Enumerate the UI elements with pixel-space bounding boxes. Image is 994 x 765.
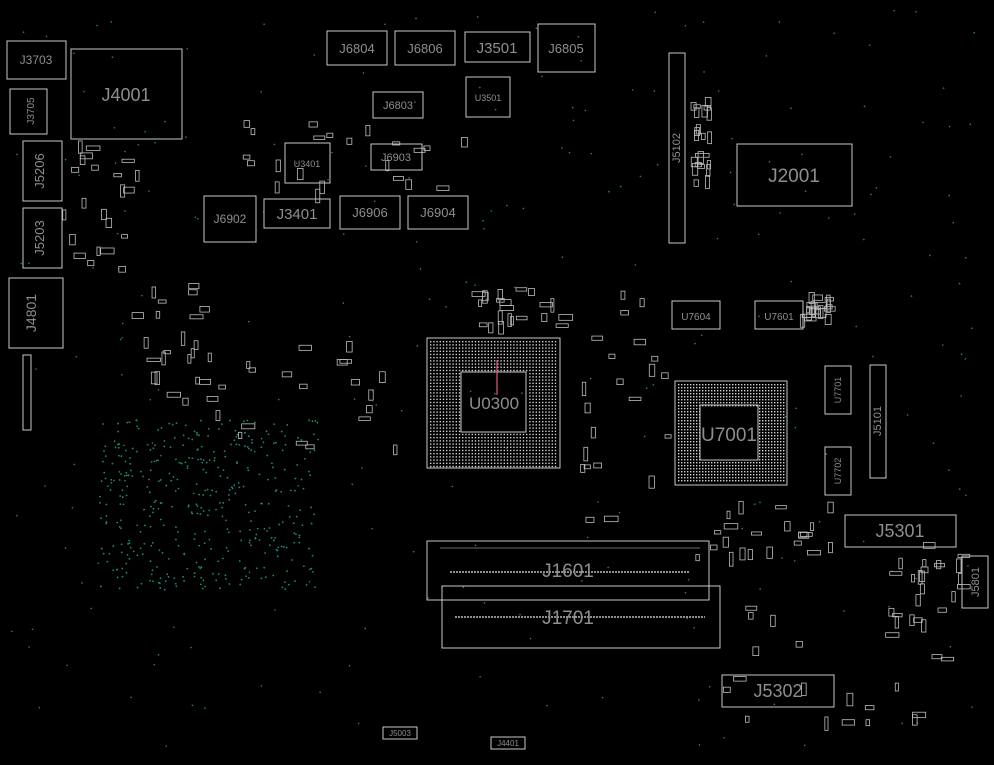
label-J3401: J3401 [277,206,318,223]
label-U3401: U3401 [294,159,321,169]
label-J5206: J5206 [32,153,47,188]
label-J6804: J6804 [339,41,374,56]
label-J5003: J5003 [389,729,411,738]
component-J5801[interactable]: J5801 [961,555,989,609]
component-U7001[interactable]: U7001 [674,380,788,486]
component-J6803[interactable]: J6803 [372,91,424,119]
component-J5003[interactable]: J5003 [382,726,418,740]
component-J6806[interactable]: J6806 [394,30,456,66]
component-J5302[interactable]: J5302 [721,674,835,708]
component-J5102[interactable]: J5102 [668,52,686,244]
label-J4801: J4801 [23,294,39,332]
component-J3703[interactable]: J3703 [6,40,67,80]
label-J5801: J5801 [970,567,982,597]
bga-ball-grid-U7001 [678,384,785,482]
component-J6904[interactable]: J6904 [407,195,469,230]
label-J6803: J6803 [383,100,413,112]
label-J1701: J1701 [542,608,594,629]
label-U0300: U0300 [469,394,519,413]
component-J5101[interactable]: J5101 [869,364,887,479]
label-U7702: U7702 [833,458,843,485]
label-J3705: J3705 [26,97,37,125]
component-J6906[interactable]: J6906 [339,195,401,230]
label-U7601: U7601 [764,312,794,323]
component-J4401[interactable]: J4401 [490,736,526,750]
component-J3705[interactable]: J3705 [9,88,48,135]
label-J1601: J1601 [542,561,594,582]
component-J6804[interactable]: J6804 [326,30,388,66]
component-U0300[interactable]: U0300 [426,337,561,469]
label-J5302: J5302 [753,681,802,701]
label-U3501: U3501 [475,93,502,103]
component-J5301[interactable]: J5301 [844,514,957,548]
label-J5101: J5101 [872,406,884,436]
component-U7701[interactable]: U7701 [824,365,852,415]
label-J2001: J2001 [768,166,820,187]
component-J3501[interactable]: J3501 [464,31,531,63]
label-J4401: J4401 [497,739,519,748]
label-J6906: J6906 [352,205,387,220]
component-J3401[interactable]: J3401 [263,198,331,229]
label-U7701: U7701 [833,377,843,404]
component-J6902[interactable]: J6902 [203,195,257,243]
component-J6805[interactable]: J6805 [537,23,596,73]
component-J4801[interactable]: J4801 [8,277,64,349]
component-J4001[interactable]: J4001 [70,48,183,140]
passive-components [62,96,971,731]
label-U7001: U7001 [701,425,757,446]
label-J3703: J3703 [20,53,53,67]
label-J5301: J5301 [875,521,924,541]
component-U7601[interactable]: U7601 [754,300,804,330]
component-J2001[interactable]: J2001 [736,143,853,207]
component-J1701[interactable]: J1701 [441,585,721,649]
label-J6805: J6805 [548,41,583,56]
label-U7604: U7604 [681,312,711,323]
label-J6806: J6806 [407,41,442,56]
component-J5206[interactable]: J5206 [22,140,63,202]
component-U3501[interactable]: U3501 [465,76,511,118]
connector-strip-left [22,354,32,431]
component-U3401[interactable]: U3401 [284,142,331,184]
via-field [11,9,976,747]
component-U7604[interactable]: U7604 [671,300,721,330]
label-J5203: J5203 [32,220,47,255]
label-J4001: J4001 [101,85,150,105]
label-J6904: J6904 [420,205,455,220]
component-U7702[interactable]: U7702 [824,446,852,496]
label-J5102: J5102 [671,133,683,163]
component-J5203[interactable]: J5203 [22,207,63,269]
label-J3501: J3501 [477,40,518,57]
label-J6902: J6902 [214,212,247,226]
bga-ball-grid-U0300 [430,341,557,468]
component-J1601[interactable]: J1601 [426,540,710,601]
